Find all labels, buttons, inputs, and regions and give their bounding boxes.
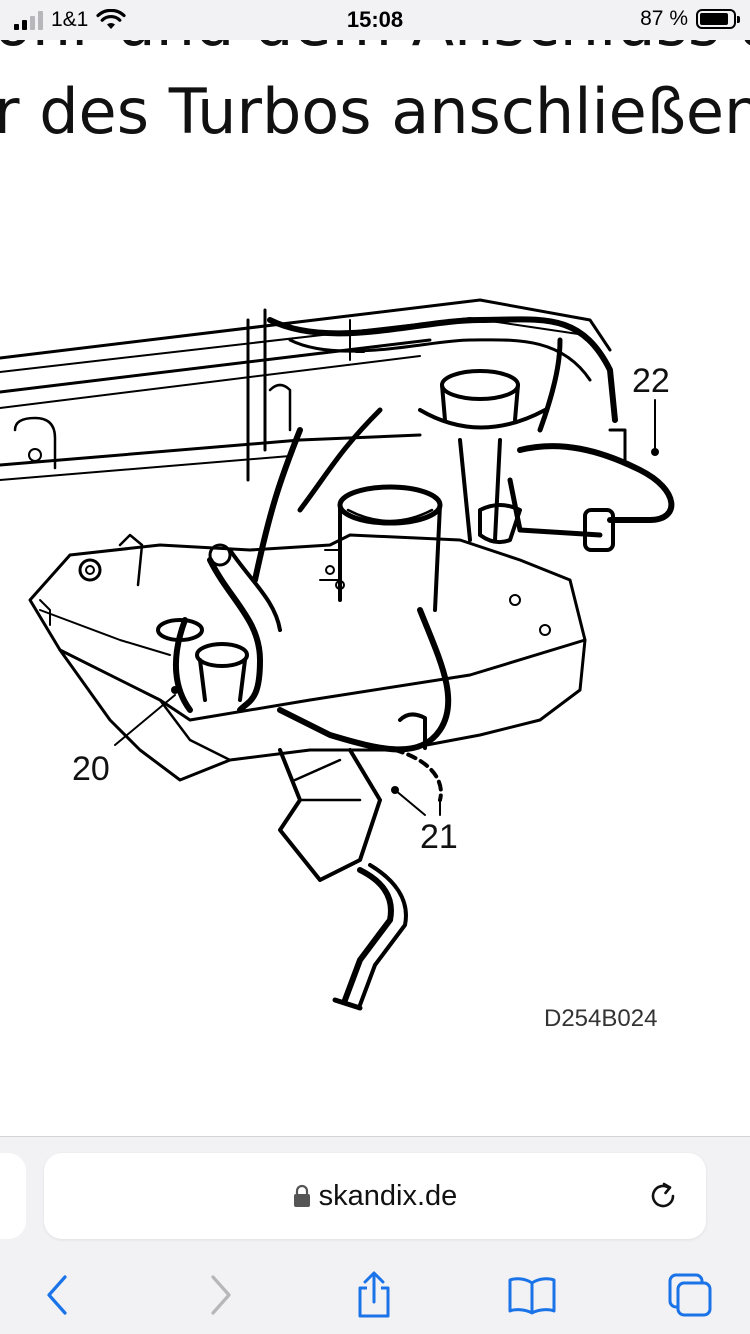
carrier-name: 1&1: [51, 8, 89, 31]
bookmarks-button[interactable]: [506, 1269, 558, 1321]
address-bar[interactable]: skandix.de: [44, 1153, 706, 1239]
share-button[interactable]: [348, 1269, 400, 1321]
browser-toolbar: [0, 1265, 750, 1325]
drawing-id: D254B024: [544, 1005, 657, 1032]
lock-icon: [293, 1184, 310, 1207]
callout-22: 22: [632, 362, 670, 400]
address-content: skandix.de: [44, 1153, 706, 1239]
battery-icon: [696, 9, 740, 29]
status-bar: 1&1 15:08 87 %: [0, 0, 750, 40]
engine-hose-diagram: 20 21 22 D254B024: [0, 298, 675, 1032]
status-right: 87 %: [640, 7, 740, 31]
chevron-left-icon: [47, 1275, 67, 1315]
book-icon: [508, 1277, 556, 1315]
forward-button[interactable]: [194, 1269, 246, 1321]
tabs-icon: [668, 1273, 712, 1317]
technical-diagram: 20 21 22 D254B024: [0, 280, 750, 1060]
share-icon: [358, 1271, 390, 1318]
status-left: 1&1: [14, 8, 126, 32]
article-line-2: r des Turbos anschließen: [0, 75, 750, 148]
previous-tab-preview[interactable]: [0, 1153, 26, 1239]
callout-21: 21: [420, 818, 458, 856]
reload-icon[interactable]: [646, 1179, 680, 1213]
tabs-button[interactable]: [664, 1269, 716, 1321]
cellular-signal-icon: [14, 10, 43, 30]
wifi-icon: [96, 9, 126, 29]
chevron-right-icon: [211, 1275, 231, 1315]
back-button[interactable]: [32, 1269, 84, 1321]
battery-percentage: 87 %: [640, 7, 688, 30]
address-domain: skandix.de: [318, 1179, 458, 1212]
callout-20: 20: [72, 750, 110, 788]
clock: 15:08: [346, 7, 404, 32]
browser-bottom-bar: skandix.de: [0, 1136, 750, 1334]
